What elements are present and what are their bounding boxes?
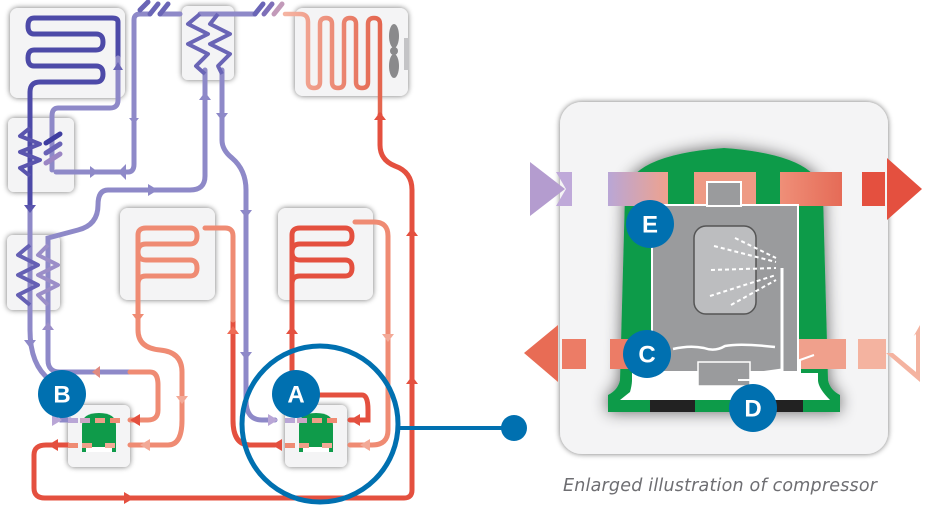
warm-pipes xyxy=(127,219,391,448)
badge-b: B xyxy=(38,370,86,418)
fan-icon xyxy=(389,24,409,78)
top-flow-bar xyxy=(530,158,922,220)
badge-e: E xyxy=(626,200,674,248)
heat-exchanger-box-left xyxy=(7,235,60,310)
oil-spray-lines xyxy=(709,237,777,306)
connector-dot xyxy=(501,415,527,441)
heat-exchanger-zigzags xyxy=(16,0,285,307)
refrigeration-system: B A xyxy=(7,0,527,505)
detail-caption: Enlarged illustration of compressor xyxy=(563,476,878,496)
compressor-b xyxy=(48,413,150,452)
badge-c: C xyxy=(623,330,671,378)
badge-b-label: B xyxy=(53,382,70,409)
badge-d-label: D xyxy=(744,396,761,423)
evaporator-coil xyxy=(25,15,121,213)
compressor-detail: E C D xyxy=(524,102,922,454)
magnifier-circle xyxy=(239,343,401,505)
badge-c-label: C xyxy=(638,342,655,369)
badge-a-label: A xyxy=(287,382,304,409)
compressor-a xyxy=(268,413,370,452)
badge-e-label: E xyxy=(642,212,658,239)
badge-a: A xyxy=(272,370,320,418)
badge-d: D xyxy=(729,384,777,432)
flow-arrows xyxy=(24,62,418,504)
coil-box-middle xyxy=(120,208,215,300)
condenser-coil xyxy=(282,11,383,118)
evaporator-box xyxy=(10,8,125,98)
motor-window xyxy=(693,225,757,315)
heat-exchanger-box-small xyxy=(8,118,74,192)
